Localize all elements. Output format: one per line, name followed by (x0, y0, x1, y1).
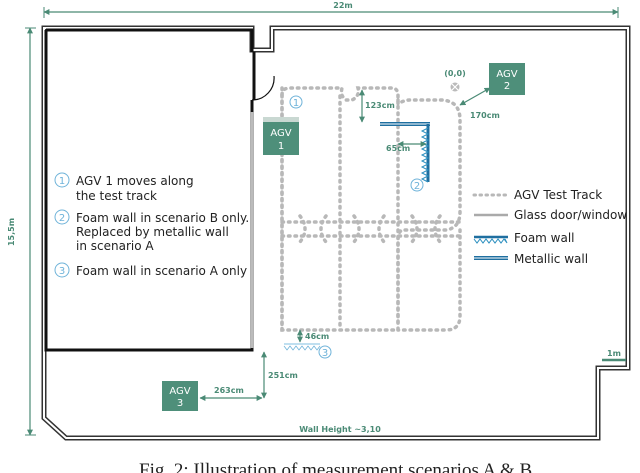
dim-263: 263cm (199, 386, 263, 401)
legend-foam-label: Foam wall (514, 231, 575, 245)
svg-text:3: 3 (59, 266, 65, 277)
note-2-line-1: Foam wall in scenario B only. (76, 211, 249, 225)
svg-text:2: 2 (59, 213, 65, 224)
dim-65-label: 65cm (386, 144, 410, 153)
agv-3: AGV 3 (162, 381, 198, 411)
dim-46-label: 46cm (305, 332, 329, 341)
door-swing (251, 75, 275, 101)
dim-251: 251cm (261, 351, 298, 399)
note-1-line-2: the test track (76, 189, 157, 203)
dim-263-label: 263cm (214, 386, 244, 395)
dim-251-label: 251cm (268, 371, 298, 380)
marker-3: 3 (318, 345, 332, 359)
notes-list: 1 AGV 1 moves along the test track 2 Foa… (54, 172, 249, 278)
origin-label: (0,0) (444, 69, 465, 78)
foam-wall-scenario-a (283, 343, 321, 351)
figure-caption: Fig. 2: Illustration of measurement scen… (139, 460, 537, 473)
wall-height-label: Wall Height ~3,10 (299, 425, 381, 434)
legend-metal-label: Metallic wall (514, 252, 588, 266)
dim-123-label: 123cm (365, 101, 395, 110)
agv-3-num: 3 (177, 398, 183, 409)
dim-170-label: 170cm (470, 111, 500, 120)
width-label: 22m (333, 1, 352, 10)
note-3-line-1: Foam wall in scenario A only (76, 264, 247, 278)
marker-2: 2 (410, 178, 424, 192)
scale-bar: 1m (602, 349, 626, 362)
note-2-line-3: in scenario A (76, 239, 154, 253)
svg-text:3: 3 (322, 348, 328, 359)
svg-text:1: 1 (293, 98, 299, 109)
wall-marker-2 (380, 122, 430, 183)
agv-2: AGV 2 (489, 63, 525, 95)
svg-text:2: 2 (414, 181, 420, 192)
dim-170: 170cm (459, 87, 500, 120)
dim-65: 65cm (386, 141, 427, 153)
legend-track-label: AGV Test Track (514, 188, 602, 202)
legend-foam-swatch (473, 235, 508, 244)
legend: AGV Test Track Glass door/window Foam wa… (472, 188, 627, 266)
marker-1: 1 (289, 95, 303, 109)
note-2-line-2: Replaced by metallic wall (76, 225, 229, 239)
scale-label: 1m (607, 349, 621, 358)
agv-2-name: AGV (496, 69, 517, 80)
agv-1-num: 1 (278, 141, 284, 152)
note-1-line-1: AGV 1 moves along (76, 174, 194, 188)
svg-text:1: 1 (59, 176, 65, 187)
dim-123: 123cm (359, 89, 395, 123)
agv-1-name: AGV (270, 128, 291, 139)
agv-2-num: 2 (504, 81, 510, 92)
legend-glass-label: Glass door/window (514, 208, 627, 222)
dim-46: 46cm (297, 329, 329, 343)
agv-3-name: AGV (169, 386, 190, 397)
test-track (280, 86, 462, 332)
height-dimension: 15,5m (7, 27, 36, 436)
height-label: 15,5m (7, 218, 16, 246)
width-dimension: 22m (43, 1, 619, 18)
origin-marker: (0,0) (444, 69, 466, 92)
agv-1: AGV 1 (263, 117, 299, 155)
